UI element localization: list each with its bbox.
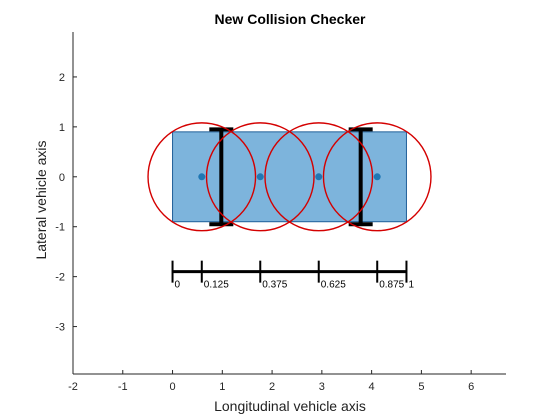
y-tick-label: 0 — [59, 172, 65, 184]
chart-title: New Collision Checker — [215, 11, 366, 27]
y-axis-label: Lateral vehicle axis — [33, 140, 49, 259]
x-tick-label: 2 — [269, 381, 275, 393]
collision-circle — [264, 122, 374, 232]
y-tick-label: 1 — [59, 122, 65, 134]
vehicle-body — [172, 131, 407, 223]
x-tick-label: 4 — [369, 381, 375, 393]
circle-center-point — [256, 173, 264, 181]
x-tick-label: 6 — [468, 381, 474, 393]
scale-bar-label: 0.625 — [321, 280, 346, 291]
y-tick-label: -2 — [55, 272, 65, 284]
collision-circle — [205, 122, 315, 232]
x-axis-label: Longitudinal vehicle axis — [214, 398, 366, 414]
y-tick-label: -1 — [55, 222, 65, 234]
collision-circle — [147, 122, 257, 232]
axes: -2 -1 0 1 2 3 4 5 6 -3 -2 -1 0 1 2 — [55, 32, 506, 393]
x-tick-label: -1 — [118, 381, 128, 393]
circle-center-point — [315, 173, 323, 181]
circle-center-point — [373, 173, 381, 181]
scale-bar-label: 0 — [175, 280, 181, 291]
y-tick-label: -3 — [55, 322, 65, 334]
y-tick-label: 2 — [59, 72, 65, 84]
x-tick-label: 1 — [219, 381, 225, 393]
x-tick-label: 0 — [169, 381, 175, 393]
x-tick-label: -2 — [68, 381, 78, 393]
scale-bar-label: 0.375 — [262, 280, 287, 291]
plot-area: 0 0.125 0.375 0.625 0.875 1 — [147, 122, 432, 291]
scale-bar-label: 1 — [408, 280, 414, 291]
x-tick-label: 5 — [418, 381, 424, 393]
scale-bar-label: 0.875 — [379, 280, 404, 291]
circle-center-point — [198, 173, 206, 181]
x-tick-label: 3 — [319, 381, 325, 393]
collision-circle — [322, 122, 432, 232]
scale-bar-label: 0.125 — [204, 280, 229, 291]
